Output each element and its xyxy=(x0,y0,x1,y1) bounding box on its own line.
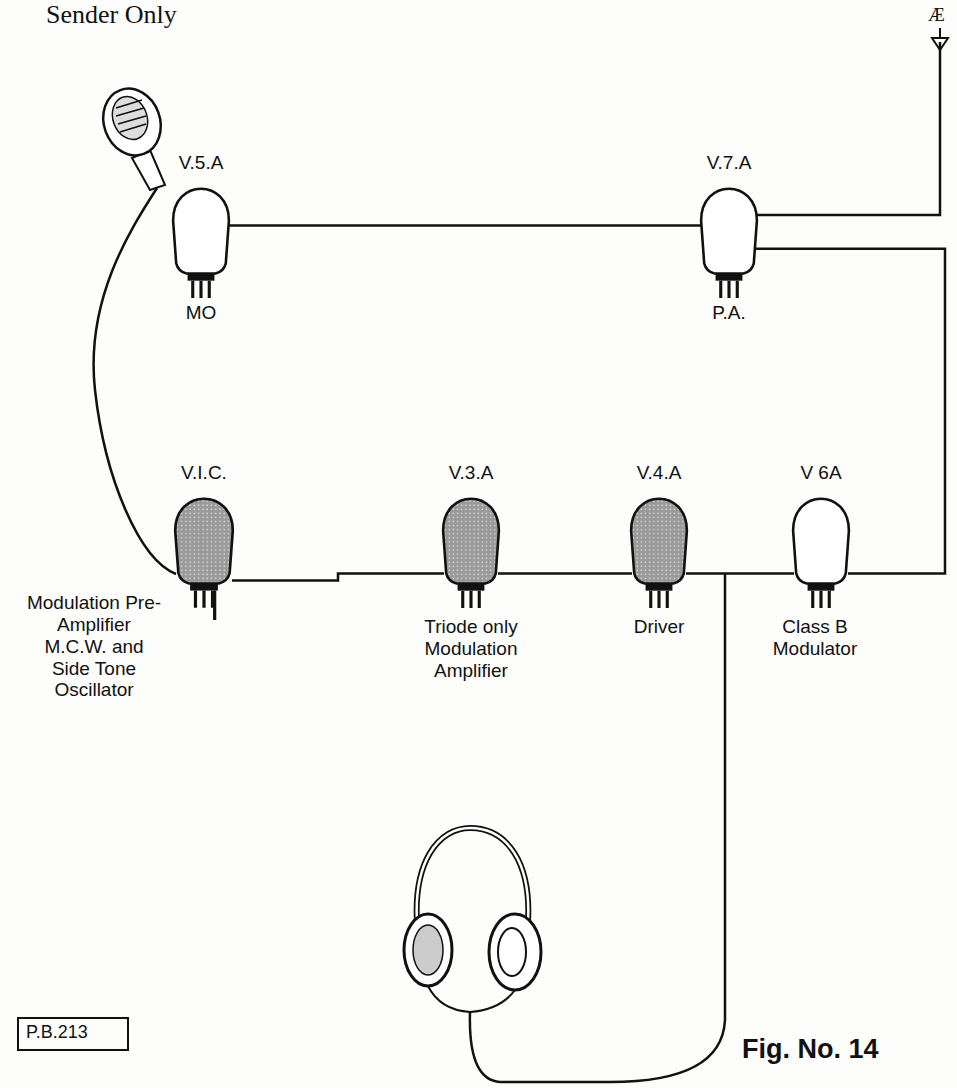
valve-function: Modulation Pre-Amplifier M.C.W. and Side… xyxy=(24,592,164,701)
valve-label: V.7.A xyxy=(707,152,752,174)
valve-outline xyxy=(698,178,760,300)
valve-pins xyxy=(651,591,668,608)
title: Sender Only xyxy=(46,0,177,30)
wire xyxy=(228,224,702,227)
valve-bulb xyxy=(701,189,757,274)
valve-bulb xyxy=(173,189,229,274)
valve-bulb xyxy=(175,499,233,584)
valve-base xyxy=(458,584,485,591)
valve: V 6AClass B Modulator xyxy=(790,488,852,610)
valve-label: V.3.A xyxy=(449,462,494,484)
valve-pins xyxy=(721,281,738,298)
wire xyxy=(756,249,945,574)
valve-function: Class B Modulator xyxy=(760,616,870,660)
valve: V.I.C.Modulation Pre-Amplifier M.C.W. an… xyxy=(172,488,236,620)
valve-pins xyxy=(813,591,830,608)
valve: V.5.AMO xyxy=(170,178,232,300)
valve-label: V.4.A xyxy=(637,462,682,484)
valve-function: P.A. xyxy=(689,302,769,324)
valve-base xyxy=(716,274,743,281)
figure-number: Fig. No. 14 xyxy=(742,1034,879,1065)
valve-outline xyxy=(172,488,236,620)
valve-base xyxy=(190,583,218,590)
valve-label: V 6A xyxy=(800,462,841,484)
valve-base xyxy=(808,584,835,591)
microphone xyxy=(94,80,176,574)
valve-outline xyxy=(790,488,852,610)
valve-outline xyxy=(440,488,502,610)
valve-base xyxy=(188,274,215,281)
wire xyxy=(498,572,632,575)
valve-pins xyxy=(195,591,214,620)
valve-function: Triode only Modulation Amplifier xyxy=(396,616,546,682)
valve-outline xyxy=(628,488,690,610)
valve-function: MO xyxy=(161,302,241,324)
valve: V.3.ATriode only Modulation Amplifier xyxy=(440,488,502,610)
aerial-wire xyxy=(754,42,940,215)
valve-label: V.5.A xyxy=(179,152,224,174)
plate-box xyxy=(18,1018,128,1050)
valve-bulb xyxy=(631,499,687,584)
valve-pins xyxy=(463,591,480,608)
valve-bulb xyxy=(793,499,849,584)
plate-number: P.B.213 xyxy=(26,1022,88,1043)
valve: V.4.ADriver xyxy=(628,488,690,610)
valve-base xyxy=(646,584,673,591)
aerial-label: Æ xyxy=(928,4,945,26)
valve-outline xyxy=(170,178,232,300)
wire xyxy=(686,572,794,575)
valve-function: Driver xyxy=(614,616,704,638)
valve: V.7.AP.A. xyxy=(698,178,760,300)
valve-bulb xyxy=(443,499,499,584)
wire xyxy=(232,573,444,580)
valve-pins xyxy=(193,281,210,298)
aerial-symbol xyxy=(932,28,948,50)
valve-label: V.I.C. xyxy=(181,462,227,484)
